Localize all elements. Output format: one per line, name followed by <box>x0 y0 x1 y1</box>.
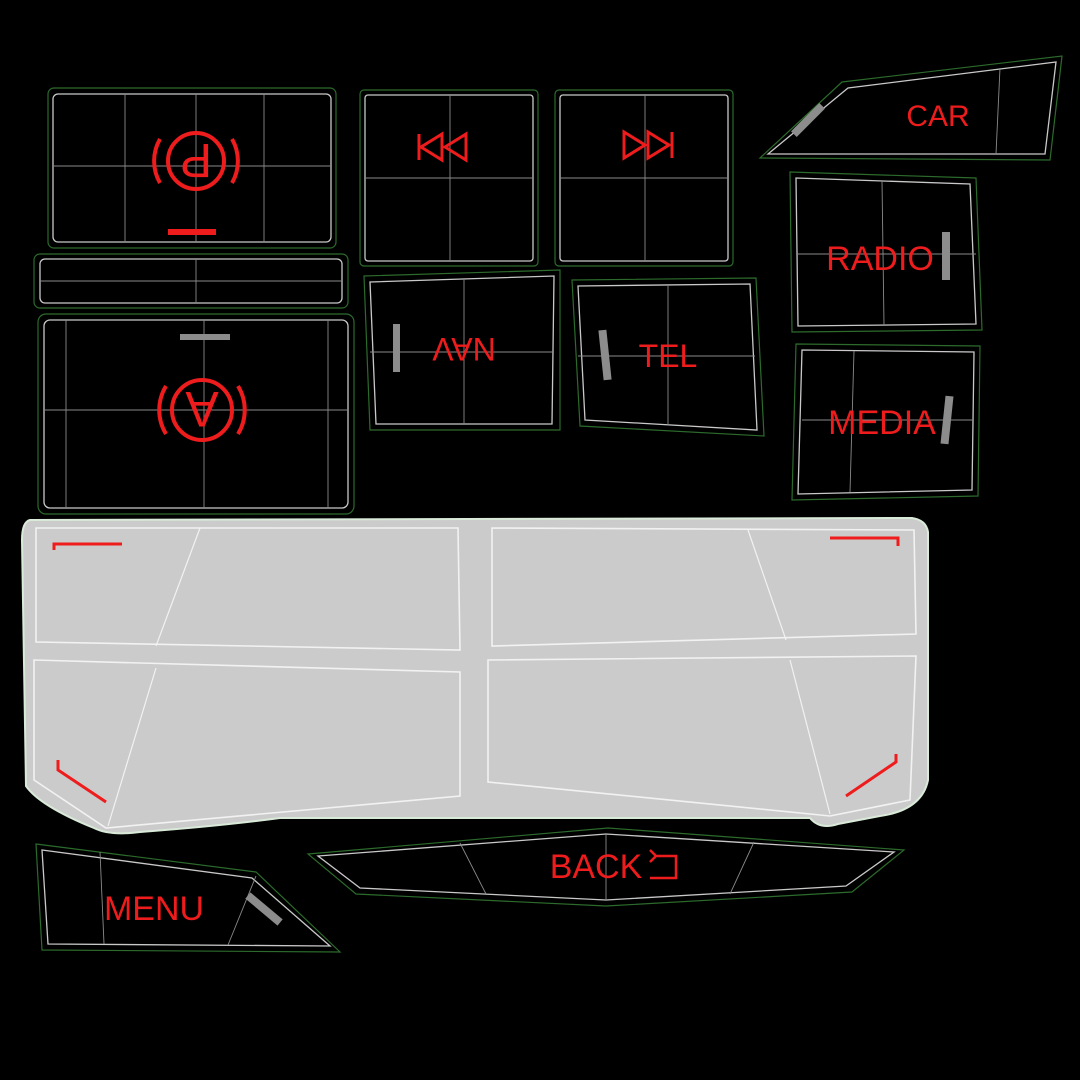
nav-marker <box>393 324 400 372</box>
parking-brake-button[interactable]: P <box>47 87 337 249</box>
car-button[interactable]: CAR <box>758 55 1063 161</box>
tel-button[interactable]: TEL <box>571 277 765 437</box>
menu-marker <box>245 892 283 926</box>
parking-brake-indicator <box>168 229 216 235</box>
corner-accent-bottom-right <box>845 754 898 798</box>
menu-label: MENU <box>104 890 204 928</box>
auto-hold-button[interactable]: A <box>37 313 355 515</box>
radio-button[interactable]: RADIO <box>789 171 983 333</box>
auto-hold-marker <box>180 334 230 340</box>
media-marker <box>940 395 954 445</box>
auto-hold-icon: A <box>157 378 247 442</box>
corner-accent-bottom-left <box>56 760 107 804</box>
trim-strip <box>33 253 349 309</box>
skip-back-icon <box>417 131 468 163</box>
back-button[interactable]: BACK <box>306 827 906 907</box>
nav-button[interactable]: NAV <box>363 269 561 431</box>
radio-label: RADIO <box>826 240 934 278</box>
parking-brake-glyph: P <box>180 133 212 186</box>
media-button[interactable]: MEDIA <box>791 343 981 501</box>
auto-hold-glyph: A <box>185 381 219 437</box>
skip-forward-icon <box>622 129 674 161</box>
car-marker <box>791 103 825 137</box>
prev-track-button[interactable] <box>359 89 539 267</box>
parking-brake-icon: P <box>152 131 240 191</box>
tel-label: TEL <box>639 338 698 374</box>
menu-button[interactable]: MENU <box>35 843 342 953</box>
tel-marker <box>598 329 612 381</box>
corner-accent-top-right <box>830 536 900 546</box>
media-label: MEDIA <box>828 404 936 442</box>
next-track-button[interactable] <box>554 89 734 267</box>
back-label: BACK <box>550 848 643 886</box>
car-label: CAR <box>906 100 969 133</box>
corner-accent-top-left <box>52 542 122 550</box>
display-panel <box>20 516 929 835</box>
nav-label: NAV <box>432 331 496 367</box>
return-arrow-icon <box>649 849 678 880</box>
radio-marker <box>942 232 950 280</box>
